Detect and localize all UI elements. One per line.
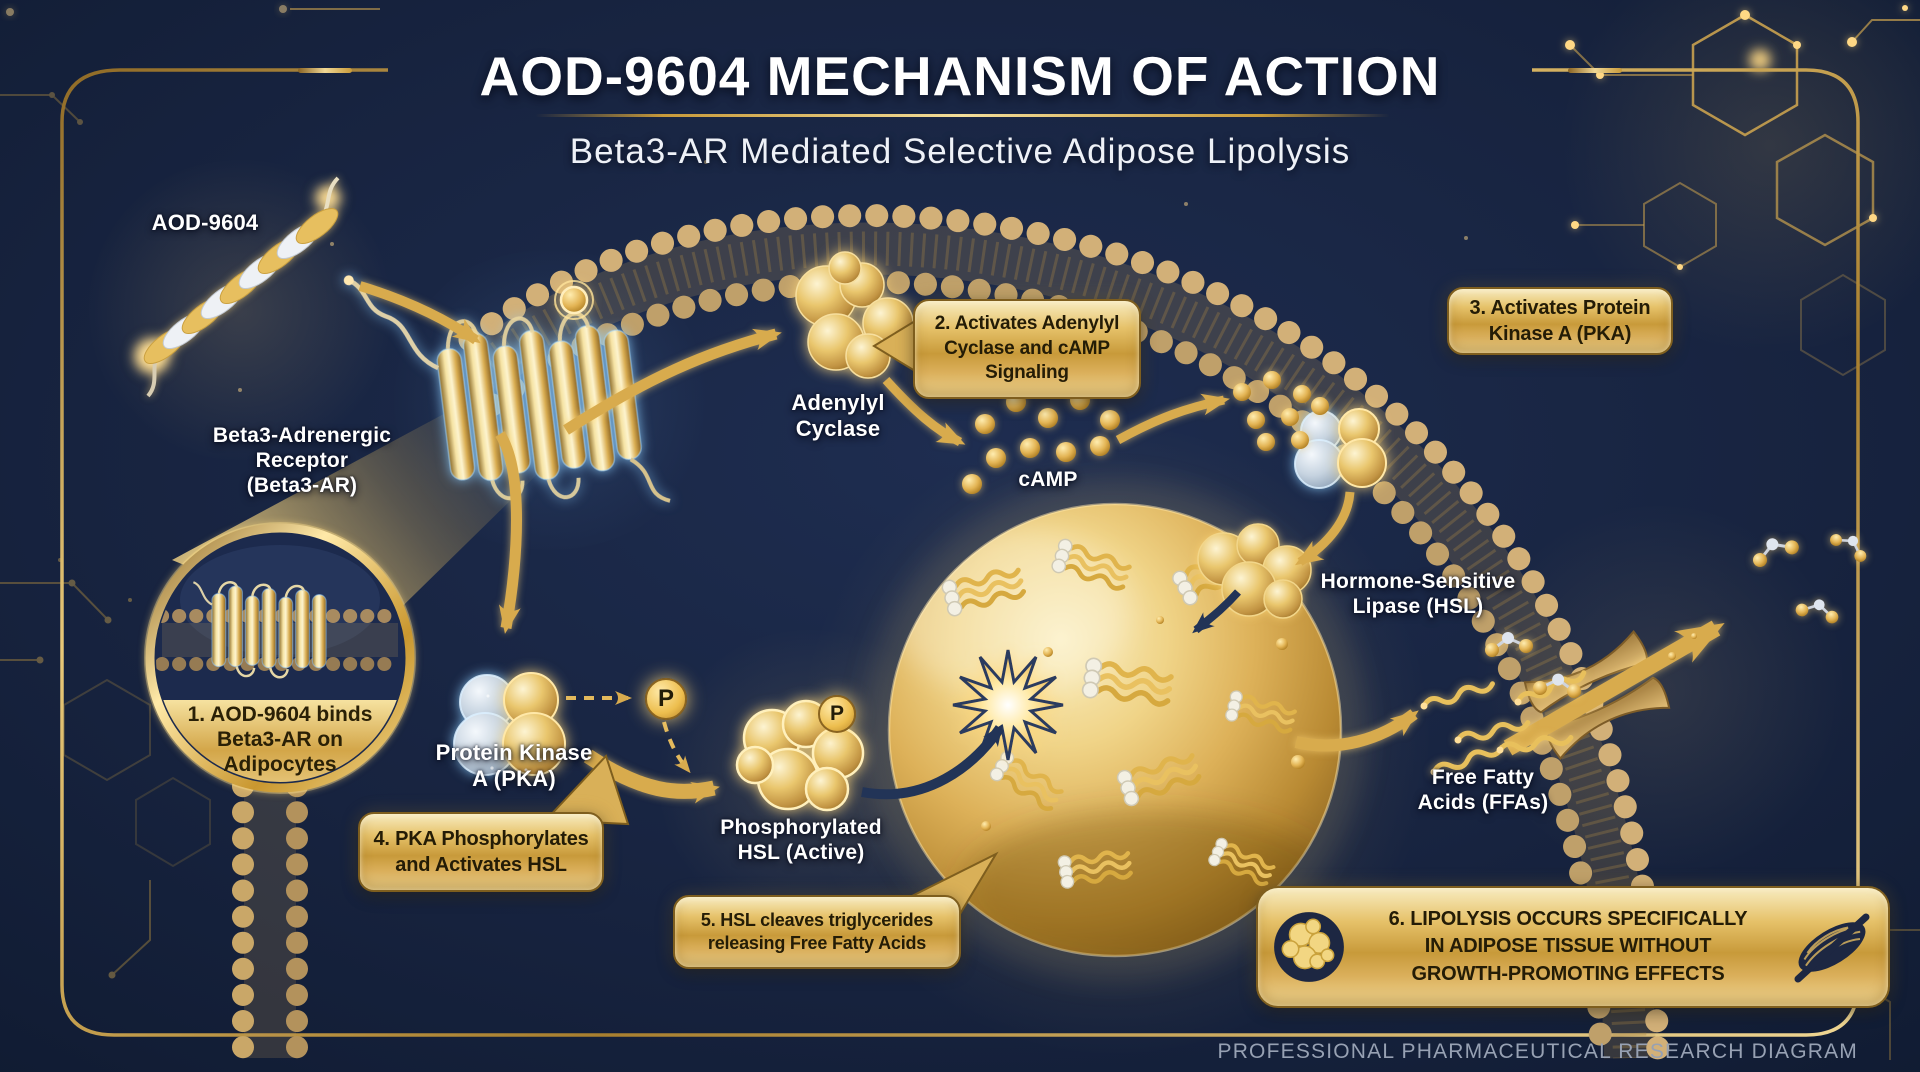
camp-molecules bbox=[962, 371, 1329, 494]
bound-ligand-orb bbox=[554, 280, 594, 320]
step-5-callout: 5. HSL cleaves triglycerides releasing F… bbox=[673, 895, 961, 969]
step-6-text: 6. LIPOLYSIS OCCURS SPECIFICALLY IN ADIP… bbox=[1388, 907, 1748, 985]
label-camp: cAMP bbox=[1018, 468, 1078, 491]
label-aod9604-peptide: AOD-9604 bbox=[151, 210, 259, 235]
adenylyl-cyclase-protein bbox=[795, 251, 914, 379]
label-hsl: Hormone-Sensitive Lipase (HSL) bbox=[1320, 570, 1516, 618]
label-pka: Protein Kinase A (PKA) bbox=[435, 740, 593, 791]
step-1-callout: 1. AOD-9604 binds Beta3-AR on Adipocytes bbox=[187, 703, 373, 776]
label-phosphorylated-hsl: Phosphorylated HSL (Active) bbox=[720, 816, 882, 864]
ffa-export-arrow bbox=[1503, 620, 1725, 756]
label-adenylyl-cyclase: Adenylyl Cyclase bbox=[791, 390, 885, 441]
decorative-circuits-left bbox=[0, 558, 211, 979]
title-dash-right bbox=[1568, 68, 1622, 73]
hsl-entry-arrow bbox=[1192, 589, 1241, 634]
step-2-callout: 2. Activates Adenylyl Cyclase and cAMP S… bbox=[913, 299, 1141, 399]
pka-protein-small bbox=[1294, 408, 1387, 489]
title-divider bbox=[535, 114, 1390, 117]
label-beta3-receptor: Beta3-Adrenergic Receptor (Beta3-AR) bbox=[212, 424, 392, 497]
phosphate-transfer-arrows bbox=[566, 691, 691, 774]
step-3-callout: 3. Activates Protein Kinase A (PKA) bbox=[1447, 287, 1673, 355]
label-free-fatty-acids: Free Fatty Acids (FFAs) bbox=[1417, 766, 1549, 814]
page-subtitle: Beta3-AR Mediated Selective Adipose Lipo… bbox=[569, 132, 1351, 171]
lipolysis-starburst bbox=[952, 649, 1064, 761]
page-title: AOD-9604 MECHANISM OF ACTION bbox=[479, 45, 1441, 107]
cell-membrane-arc bbox=[458, 204, 1670, 1070]
cell-membrane-left-strip bbox=[232, 749, 308, 1069]
exported-dots bbox=[1668, 633, 1697, 660]
phosphate-badge-on-hsl: P bbox=[818, 695, 856, 733]
title-dash-left bbox=[298, 68, 352, 73]
adipocyte-icon bbox=[1274, 912, 1344, 982]
free-fatty-acid-molecules bbox=[1420, 523, 1874, 776]
phosphorylated-hsl-protein bbox=[735, 699, 865, 812]
phosphate-badge: P bbox=[645, 678, 687, 720]
gold-frame-border bbox=[60, 68, 1860, 1037]
decorative-hexagons-top-right bbox=[1565, 5, 1920, 377]
beta3-receptor-illustration bbox=[343, 275, 671, 503]
footer-credit: PROFESSIONAL PHARMACEUTICAL RESEARCH DIA… bbox=[1217, 1040, 1858, 1063]
no-muscle-growth-icon bbox=[1794, 913, 1870, 983]
pka-protein bbox=[453, 672, 566, 776]
lipid-droplets-small bbox=[981, 616, 1305, 831]
inset-mini-receptor bbox=[192, 581, 327, 679]
pathway-arrows bbox=[358, 281, 1419, 804]
aod9604-peptide-helix bbox=[136, 176, 340, 398]
step-4-callout: 4. PKA Phosphorylates and Activates HSL bbox=[358, 812, 604, 892]
step-6-callout: 6. LIPOLYSIS OCCURS SPECIFICALLY IN ADIP… bbox=[1256, 886, 1890, 1008]
hsl-to-droplet-arrow bbox=[861, 723, 1005, 800]
